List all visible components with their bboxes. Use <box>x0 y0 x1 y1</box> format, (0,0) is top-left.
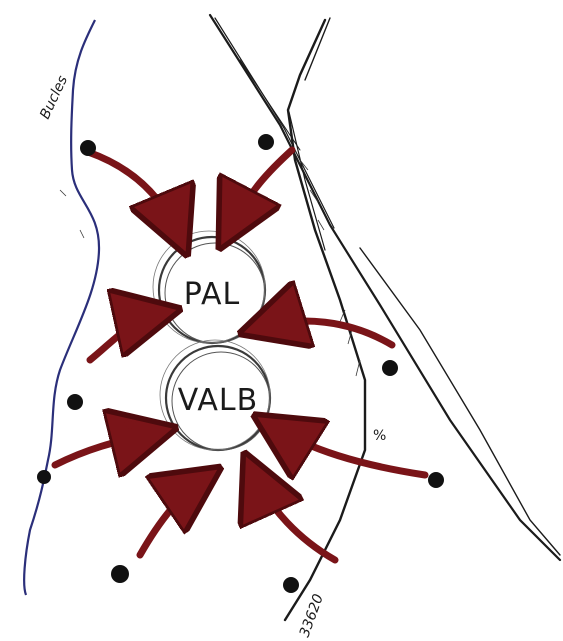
dot-1 <box>80 140 96 156</box>
node-pal: PAL <box>152 230 267 345</box>
node-valb-circle-sketch-2 <box>159 339 271 451</box>
river-label: Bucles <box>37 73 71 121</box>
dot-5 <box>37 470 51 484</box>
road-label: 33620 <box>297 592 327 639</box>
dot-4 <box>382 360 398 376</box>
dot-7 <box>111 565 129 583</box>
road-scribbles <box>59 159 361 377</box>
arrow-8 <box>252 470 339 564</box>
arrow-5 <box>51 432 158 465</box>
arrow-6 <box>270 425 429 475</box>
arrow-1 <box>84 148 180 238</box>
dot-3 <box>67 394 83 410</box>
source-dots <box>37 134 444 593</box>
dot-2 <box>258 134 274 150</box>
arrow-7 <box>136 478 205 559</box>
arrow-4 <box>258 321 396 345</box>
degree-mark: % <box>373 428 386 444</box>
inbound-arrows <box>51 146 429 564</box>
dot-6 <box>428 472 444 488</box>
arrow-2 <box>228 146 296 232</box>
node-valb-label: VALB <box>178 383 258 418</box>
dot-9 <box>124 419 136 431</box>
arrow-3 <box>86 313 162 364</box>
node-valb: VALB <box>159 339 272 452</box>
river-line <box>23 19 101 596</box>
dot-8 <box>283 577 299 593</box>
road-lines <box>208 13 562 622</box>
node-pal-label: PAL <box>184 277 240 312</box>
